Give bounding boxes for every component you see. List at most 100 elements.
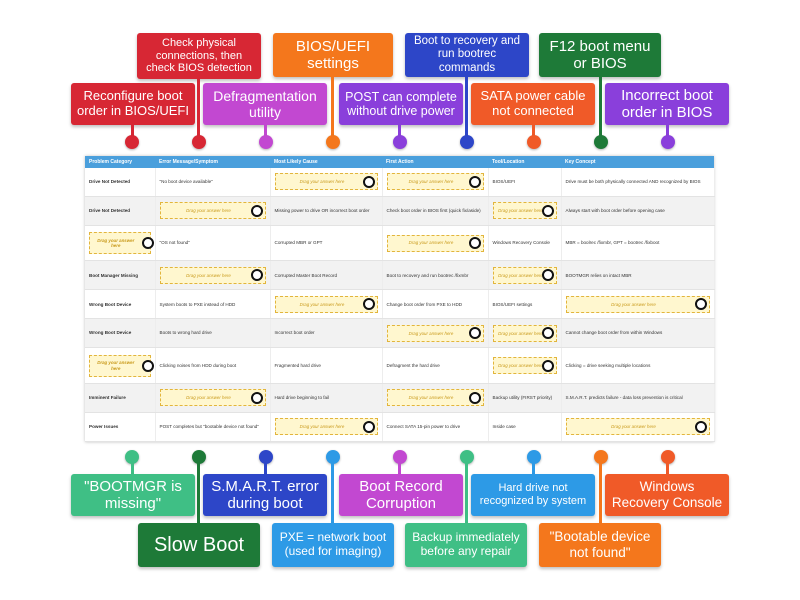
answer-tile-defragmentation-utility[interactable]: Defragmentation utility bbox=[203, 83, 327, 125]
answer-tile-smart-error[interactable]: S.M.A.R.T. error during boot bbox=[203, 474, 327, 516]
drop-zone[interactable]: Drag your answer here bbox=[89, 354, 154, 377]
tile-connector bbox=[331, 77, 334, 142]
drop-zone[interactable]: Drag your answer here bbox=[274, 173, 378, 191]
answer-tile-bootable-device-not-found[interactable]: "Bootable device not found" bbox=[539, 523, 661, 567]
drop-zone[interactable]: Drag your answer here bbox=[492, 266, 557, 284]
table-cell: Connect SATA 15-pin power to drive bbox=[382, 412, 489, 443]
column-header: Tool/Location bbox=[488, 156, 561, 168]
table-cell: Inside case bbox=[488, 412, 562, 443]
answer-tile-boot-record-corruption[interactable]: Boot Record Corruption bbox=[339, 474, 463, 516]
answer-tile-bios-uefi-settings[interactable]: BIOS/UEFI settings bbox=[273, 33, 393, 77]
table-cell: Hard drive beginning to fail bbox=[270, 383, 383, 413]
tile-pin bbox=[192, 135, 206, 149]
drop-target-ring[interactable] bbox=[541, 327, 554, 340]
table-cell: Drive must be both physically connected … bbox=[561, 168, 715, 197]
tile-connector bbox=[197, 79, 200, 142]
table-cell: Check boot order in BIOS first (quick fi… bbox=[382, 196, 489, 226]
drop-target-ring[interactable] bbox=[694, 298, 707, 311]
drop-zone-placeholder: Drag your answer here bbox=[186, 395, 231, 401]
drop-target-ring[interactable] bbox=[362, 420, 375, 433]
answer-tile-slow-boot[interactable]: Slow Boot bbox=[138, 523, 260, 567]
drop-target-ring[interactable] bbox=[250, 269, 263, 282]
answer-tile-check-physical-connections[interactable]: Check physical connections, then check B… bbox=[137, 33, 261, 79]
drop-target-ring[interactable] bbox=[541, 359, 554, 372]
tile-connector bbox=[131, 125, 134, 142]
drop-target-ring[interactable] bbox=[468, 237, 481, 250]
drop-zone-placeholder: Drag your answer here bbox=[498, 272, 543, 278]
drop-zone[interactable]: Drag your answer here bbox=[386, 324, 484, 342]
tile-pin bbox=[460, 135, 474, 149]
column-header: Most Likely Cause bbox=[270, 156, 382, 168]
drop-zone[interactable]: Drag your answer here bbox=[492, 202, 557, 220]
answer-tile-boot-to-recovery[interactable]: Boot to recovery and run bootrec command… bbox=[405, 33, 529, 77]
drop-zone[interactable]: Drag your answer here bbox=[159, 202, 266, 220]
drop-zone-placeholder: Drag your answer here bbox=[611, 301, 656, 307]
answer-tile-f12-boot-menu[interactable]: F12 boot menu or BIOS bbox=[539, 33, 661, 77]
tile-connector bbox=[465, 77, 468, 142]
table-row: Drag your answer here"OS not found"Corru… bbox=[85, 225, 715, 262]
drop-zone[interactable]: Drag your answer here bbox=[386, 234, 484, 252]
tile-connector bbox=[666, 457, 669, 474]
drop-zone-placeholder: Drag your answer here bbox=[299, 179, 345, 185]
answer-tile-sata-power-not-connected[interactable]: SATA power cable not connected bbox=[471, 83, 595, 125]
tile-connector bbox=[264, 457, 267, 474]
drop-zone-placeholder: Drag your answer here bbox=[97, 237, 135, 249]
drop-zone-placeholder: Drag your answer here bbox=[611, 424, 656, 430]
table-cell: Drag your answer here bbox=[270, 289, 383, 320]
drop-zone-placeholder: Drag your answer here bbox=[299, 424, 345, 430]
table-cell: Drag your answer here bbox=[155, 260, 271, 291]
drop-target-ring[interactable] bbox=[468, 391, 481, 404]
drop-target-ring[interactable] bbox=[541, 269, 554, 282]
drop-target-ring[interactable] bbox=[541, 204, 554, 217]
tile-connector bbox=[264, 125, 267, 142]
answer-tile-pxe-network-boot[interactable]: PXE = network boot (used for imaging) bbox=[272, 523, 394, 567]
drop-zone-placeholder: Drag your answer here bbox=[408, 240, 454, 246]
drop-target-ring[interactable] bbox=[468, 327, 481, 340]
drop-zone[interactable]: Drag your answer here bbox=[386, 173, 484, 191]
drop-zone[interactable]: Drag your answer here bbox=[565, 418, 710, 436]
tile-connector bbox=[398, 457, 401, 474]
answer-tile-reconfigure-boot-order[interactable]: Reconfigure boot order in BIOS/UEFI bbox=[71, 83, 195, 125]
answer-tile-windows-recovery-console[interactable]: Windows Recovery Console bbox=[605, 474, 729, 516]
table-cell: POST completes but "bootable device not … bbox=[155, 412, 271, 443]
table-cell: Drag your answer here bbox=[155, 383, 271, 413]
answer-tile-post-without-drive-power[interactable]: POST can complete without drive power bbox=[339, 83, 463, 125]
drop-zone[interactable]: Drag your answer here bbox=[492, 324, 557, 342]
drop-zone[interactable]: Drag your answer here bbox=[386, 389, 484, 407]
answer-tile-hard-drive-not-recognized[interactable]: Hard drive not recognized by system bbox=[471, 474, 595, 516]
table-cell: System boots to PXE instead of HDD bbox=[155, 289, 271, 320]
drop-zone[interactable]: Drag your answer here bbox=[89, 232, 154, 255]
drop-zone[interactable]: Drag your answer here bbox=[565, 295, 710, 313]
tile-pin bbox=[393, 135, 407, 149]
drop-target-ring[interactable] bbox=[250, 391, 263, 404]
drop-target-ring[interactable] bbox=[141, 359, 154, 372]
answer-tile-bootmgr-missing[interactable]: "BOOTMGR is missing" bbox=[71, 474, 195, 516]
drop-zone[interactable]: Drag your answer here bbox=[492, 357, 557, 375]
drop-target-ring[interactable] bbox=[250, 204, 263, 217]
table-cell: Drag your answer here bbox=[488, 260, 562, 291]
drop-target-ring[interactable] bbox=[362, 298, 375, 311]
table-cell: "OS not found" bbox=[155, 225, 271, 262]
tile-pin bbox=[259, 135, 273, 149]
drop-zone-placeholder: Drag your answer here bbox=[498, 330, 543, 336]
answer-tile-backup-immediately[interactable]: Backup immediately before any repair bbox=[405, 523, 527, 567]
drop-zone[interactable]: Drag your answer here bbox=[274, 418, 378, 436]
tile-pin bbox=[661, 135, 675, 149]
tile-pin bbox=[527, 135, 541, 149]
drop-target-ring[interactable] bbox=[362, 175, 375, 188]
drop-target-ring[interactable] bbox=[468, 175, 481, 188]
drop-zone-placeholder: Drag your answer here bbox=[186, 208, 231, 214]
drop-zone[interactable]: Drag your answer here bbox=[159, 389, 266, 407]
drop-target-ring[interactable] bbox=[141, 237, 154, 250]
drop-target-ring[interactable] bbox=[694, 420, 707, 433]
drop-zone[interactable]: Drag your answer here bbox=[159, 266, 266, 284]
table-cell: Corrupted Master Boot Record bbox=[270, 260, 383, 291]
answer-tile-incorrect-boot-order[interactable]: Incorrect boot order in BIOS bbox=[605, 83, 729, 125]
drop-zone[interactable]: Drag your answer here bbox=[274, 295, 378, 313]
